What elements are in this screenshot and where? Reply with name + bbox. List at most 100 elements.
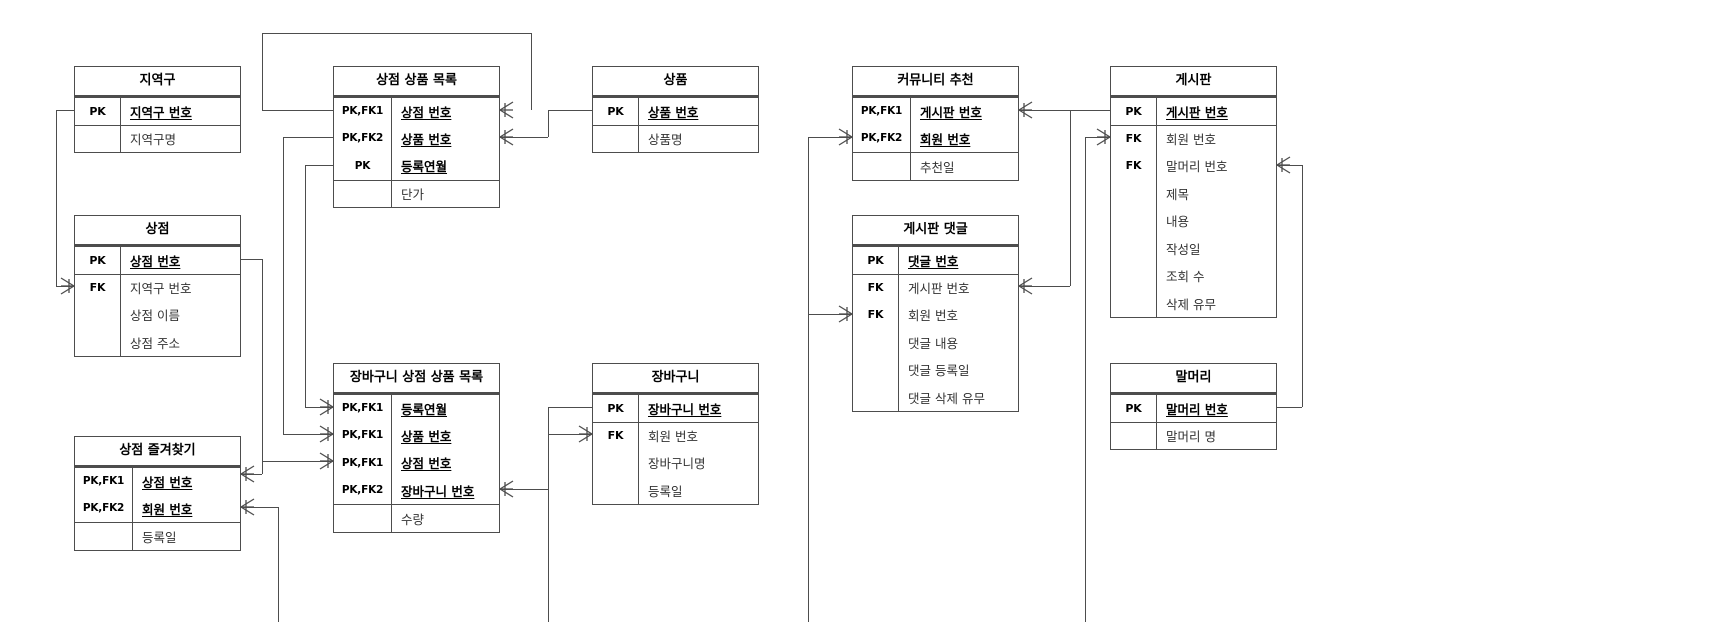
rel-line-sangpum-mokrok: [548, 109, 592, 111]
crows-foot-cartlist-sangpum: [319, 425, 334, 443]
crows-foot-sangjeom-jiyeokgu: [60, 277, 75, 295]
attribute-key-label: FK: [1111, 125, 1157, 152]
attribute-key-label: PK: [334, 152, 392, 180]
attribute-key-label: PK,FK2: [334, 124, 392, 152]
crows-foot-favorite-sangjeom: [240, 465, 255, 483]
attribute-name-label: 추천일: [920, 159, 955, 175]
attribute-name-label: 지역구명: [130, 132, 177, 148]
attribute-name-label: 장바구니 번호: [648, 401, 722, 417]
entity-attribute-row: FK 말머리 번호: [1111, 152, 1276, 180]
entity-attribute-row: 등록일: [75, 522, 240, 550]
entity-attribute-row: 수량: [334, 504, 499, 532]
entity-title: 커뮤니티 추천: [853, 67, 1018, 97]
entity-title: 장바구니: [593, 364, 758, 394]
crows-foot-jangbaguni-member: [578, 425, 593, 443]
attribute-name-label: 게시판 번호: [908, 281, 970, 297]
rel-line-sangjeom-sangjeommokrok: [531, 33, 532, 110]
attribute-key-label: [593, 449, 639, 477]
attribute-name-label: 말머리 번호: [1166, 159, 1228, 175]
attribute-name-label: 등록연월: [401, 401, 448, 417]
entity-attribute-row: PK,FK2 장바구니 번호: [334, 476, 499, 504]
rel-line-gesipan-member: [1085, 137, 1086, 622]
attribute-key-label: PK: [593, 98, 639, 125]
attribute-key-label: [593, 476, 639, 504]
entity-attribute-row: 조회 수: [1111, 262, 1276, 290]
attribute-name-label: 작성일: [1166, 241, 1201, 257]
attribute-name-label: 회원 번호: [648, 429, 698, 445]
entity-attribute-row: PK 장바구니 번호: [593, 394, 758, 422]
attribute-key-label: FK: [593, 422, 639, 449]
rel-line-jangbaguni-member: [548, 434, 592, 436]
entity-title: 상점 즐겨찾기: [75, 437, 240, 467]
attribute-key-label: PK: [1111, 395, 1157, 422]
attribute-name-label: 등록연월: [401, 159, 448, 175]
attribute-key-label: [853, 383, 899, 411]
attribute-name-label: 상점 번호: [401, 456, 452, 472]
attribute-name-label: 말머리 명: [1166, 429, 1216, 445]
attribute-name-label: 회원 번호: [1166, 132, 1216, 148]
attribute-name-label: 상품 번호: [401, 428, 452, 444]
entity-attribute-row: 댓글 내용: [853, 328, 1018, 356]
attribute-name-label: 삭제 유무: [1166, 296, 1216, 312]
attribute-key-label: PK: [593, 395, 639, 422]
rel-line-community-member: [808, 137, 852, 139]
attribute-key-label: [853, 356, 899, 384]
attribute-name-label: 지역구 번호: [130, 104, 192, 120]
rel-line-malmeori-gesipan: [1302, 164, 1303, 407]
attribute-name-label: 등록일: [142, 529, 177, 545]
rel-line-jangbaguni-cartlist: [500, 489, 548, 491]
attribute-name-label: 장바구니명: [648, 456, 706, 472]
entity-attribute-row: 등록일: [593, 476, 758, 504]
attribute-name-label: 댓글 내용: [908, 335, 958, 351]
attribute-name-label: 게시판 번호: [920, 104, 982, 120]
attribute-name-label: 댓글 등록일: [908, 363, 970, 379]
attribute-name-label: 조회 수: [1166, 269, 1205, 285]
attribute-name-label: 상품 번호: [648, 104, 699, 120]
attribute-name-label: 게시판 번호: [1166, 104, 1228, 120]
attribute-name-label: 장바구니 번호: [401, 483, 475, 499]
crows-foot-community-gesipan: [1018, 101, 1033, 119]
attribute-name-label: 회원 번호: [908, 308, 958, 324]
attribute-key-label: [75, 328, 121, 356]
attribute-name-label: 댓글 삭제 유무: [908, 390, 985, 406]
attribute-key-label: [1111, 207, 1157, 235]
attribute-name-label: 지역구 번호: [130, 281, 192, 297]
attribute-key-label: PK: [75, 247, 121, 274]
entity-title: 장바구니 상점 상품 목록: [334, 364, 499, 394]
entity-title: 상점: [75, 216, 240, 246]
attribute-name-label: 수량: [401, 511, 425, 527]
rel-line-malmeori-gesipan: [1277, 406, 1302, 408]
crows-foot-gesipan-member: [1096, 128, 1111, 146]
entity-attribute-row: 제목: [1111, 179, 1276, 207]
attribute-key-label: FK: [1111, 152, 1157, 180]
rel-line-sangjeom-sangjeommokrok-top: [262, 33, 531, 34]
entity-title: 말머리: [1111, 364, 1276, 394]
entity-attribute-row: 장바구니명: [593, 449, 758, 477]
attribute-key-label: PK,FK1: [334, 395, 392, 422]
attribute-key-label: PK,FK2: [334, 476, 392, 504]
rel-line-mokrok-cartlist: [305, 164, 333, 166]
crows-foot-cartlist-sangjeom: [319, 452, 334, 470]
